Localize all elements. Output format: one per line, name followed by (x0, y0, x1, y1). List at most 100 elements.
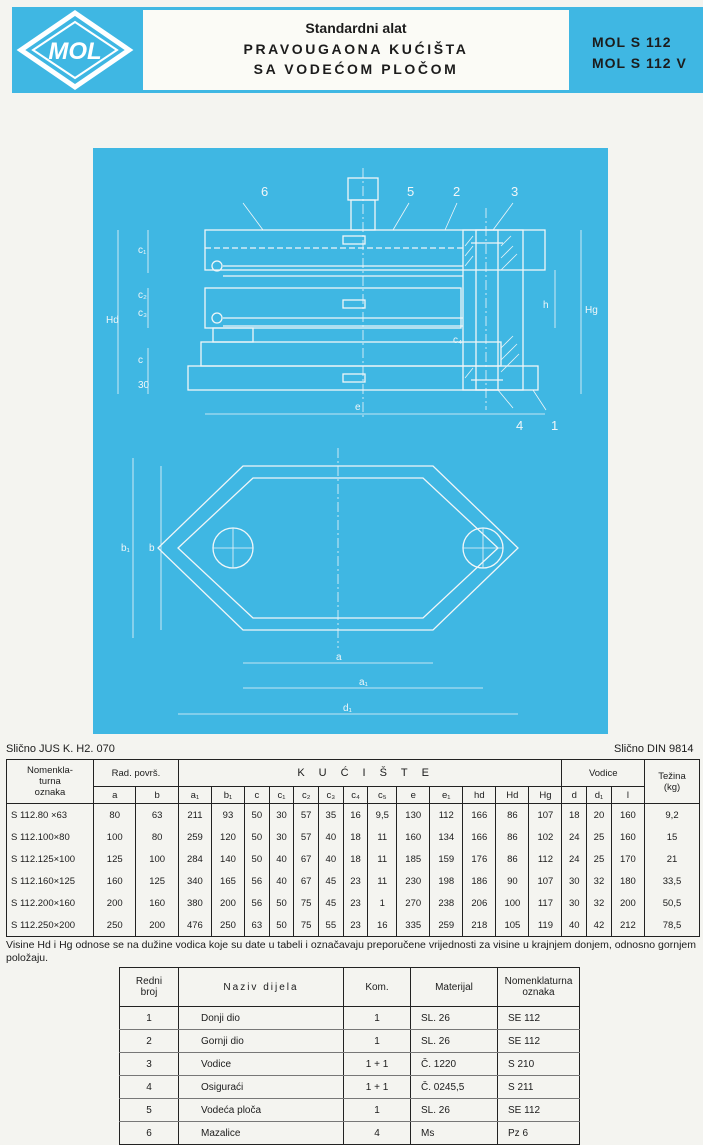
table-cell: 107 (528, 870, 563, 892)
table-cell: 185 (396, 848, 431, 870)
table-cell: 25 (586, 848, 612, 870)
table-cell: 9,2 (644, 803, 700, 826)
table-cell: 32 (586, 892, 612, 914)
parts-cell: Osiguraći (178, 1075, 344, 1099)
parts-cell: 3 (119, 1052, 179, 1076)
table-cell: 134 (429, 826, 464, 848)
table-cell: 50 (268, 892, 295, 914)
table-cell: 11 (367, 826, 398, 848)
table-cell: 476 (177, 914, 212, 937)
parts-cell: Č. 1220 (410, 1052, 498, 1076)
col-kom: Kom. (343, 967, 411, 1007)
table-cell: S 112.100×80 (6, 826, 94, 848)
table-cell: 198 (429, 870, 464, 892)
table-cell: 30 (561, 870, 588, 892)
parts-table: Redni broj Naziv dijela Kom. Materijal N… (119, 967, 580, 1145)
parts-cell: 1 (343, 1029, 411, 1053)
callout-5: 5 (407, 184, 414, 199)
label-c: c (138, 355, 143, 366)
table-cell: 86 (495, 803, 530, 826)
label-d1: d₁ (343, 703, 353, 714)
table-cell: 200 (92, 892, 137, 914)
col-nomenklatura: Nomenkla- turna oznaka (6, 759, 94, 804)
parts-cell: 1 (343, 1006, 411, 1030)
sub-d1: d₁ (586, 786, 612, 804)
table-cell: S 112.80 ×63 (6, 803, 94, 826)
table-cell: 125 (92, 848, 137, 870)
table-cell: S 112.125×100 (6, 848, 94, 870)
table-cell: 130 (396, 803, 431, 826)
table-cell: 75 (293, 892, 319, 914)
sub-a1: a₁ (177, 786, 212, 804)
table-cell: 21 (644, 848, 700, 870)
table-cell: 55 (318, 914, 344, 937)
sub-c2: c₂ (293, 786, 319, 804)
sub-b: b (135, 786, 179, 804)
table-cell: 107 (528, 803, 563, 826)
table-cell: 30 (268, 826, 295, 848)
table-cell: 250 (210, 914, 245, 937)
table-cell: 100 (92, 826, 137, 848)
table-cell: 117 (528, 892, 563, 914)
table-cell: 40 (268, 848, 295, 870)
table-cell: 212 (610, 914, 646, 937)
sub-e: e (396, 786, 431, 804)
table-cell: 238 (429, 892, 464, 914)
sub-d: d (561, 786, 588, 804)
table-cell: 160 (92, 870, 137, 892)
label-hd: Hd (106, 315, 119, 326)
table-cell: S 112.200×160 (6, 892, 94, 914)
table-cell: 250 (92, 914, 137, 937)
table-cell: 119 (528, 914, 563, 937)
table-cell: 50 (268, 914, 295, 937)
col-tezina: Težina (kg) (644, 759, 700, 804)
table-cell: 160 (396, 826, 431, 848)
table-cell: 56 (243, 892, 270, 914)
title-box: Standardni alat PRAVOUGAONA KUĆIŠTA SA V… (143, 10, 569, 90)
table-cell: 380 (177, 892, 212, 914)
table-cell: 23 (342, 914, 369, 937)
parts-cell: SL. 26 (410, 1029, 498, 1053)
table-cell: 93 (210, 803, 245, 826)
table-cell: 86 (495, 848, 530, 870)
product-code-1: MOL S 112 (592, 34, 672, 50)
table-cell: 40 (268, 870, 295, 892)
parts-cell: 2 (119, 1029, 179, 1053)
table-cell: 170 (610, 848, 646, 870)
table-cell: 80 (92, 803, 137, 826)
product-code-2: MOL S 112 V (592, 55, 687, 71)
parts-cell: SL. 26 (410, 1098, 498, 1122)
table-cell: 11 (367, 870, 398, 892)
label-e: e (355, 402, 361, 413)
table-cell: 259 (177, 826, 212, 848)
table-cell: 102 (528, 826, 563, 848)
table-cell: 67 (293, 848, 319, 870)
technical-drawing: 6 5 2 3 4 1 c₁ c₂ c₃ c Hd 30 h Hg c₄ e b… (93, 148, 608, 734)
table-cell: 200 (135, 914, 179, 937)
parts-cell: SE 112 (497, 1098, 580, 1122)
label-a: a (336, 652, 342, 663)
table-cell: 9,5 (367, 803, 398, 826)
table-cell: 56 (243, 870, 270, 892)
table-cell: 63 (135, 803, 179, 826)
header-banner: MOL Standardni alat PRAVOUGAONA KUĆIŠTA … (12, 7, 703, 93)
parts-cell: Vodice (178, 1052, 344, 1076)
label-b: b (149, 543, 155, 554)
table-cell: 166 (462, 803, 497, 826)
sub-c5: c₅ (367, 786, 398, 804)
title-line-1: Standardni alat (305, 20, 407, 36)
table-cell: 32 (586, 870, 612, 892)
table-cell: 18 (561, 803, 588, 826)
table-cell: 20 (586, 803, 612, 826)
table-cell: 33,5 (644, 870, 700, 892)
sub-c: c (243, 786, 270, 804)
parts-cell: 1 + 1 (343, 1052, 411, 1076)
sub-c1: c₁ (268, 786, 295, 804)
parts-cell: S 211 (497, 1075, 580, 1099)
parts-cell: Gornji dio (178, 1029, 344, 1053)
